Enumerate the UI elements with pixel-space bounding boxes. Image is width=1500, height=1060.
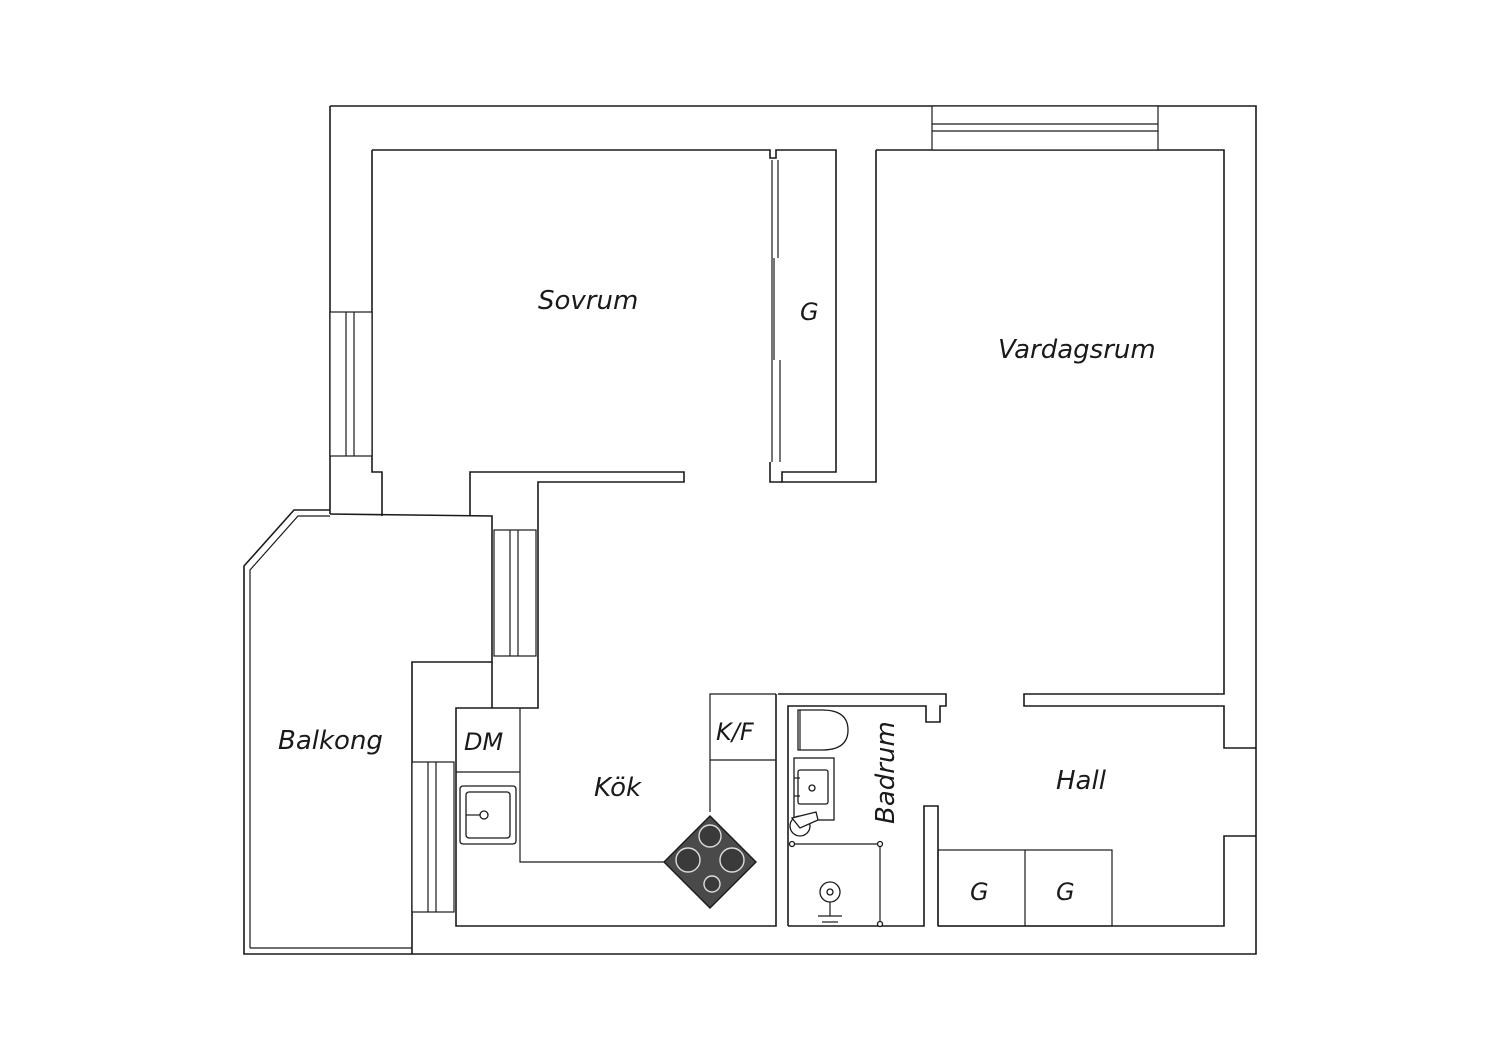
room-label-balkong: Balkong: [278, 726, 383, 756]
window-balcony-upper: [493, 529, 537, 657]
bedroom-walls: [371, 149, 877, 516]
stove-icon: [663, 815, 757, 909]
fixture-label-garderob-hall-2: G: [1056, 878, 1075, 906]
room-label-hall: Hall: [1056, 766, 1107, 796]
kitchen-walls: [455, 516, 777, 927]
balcony: [243, 509, 493, 955]
faucet-icon: [789, 811, 819, 837]
toilet-icon: [797, 709, 849, 751]
fixture-label-dm: DM: [464, 728, 503, 756]
shower-icon: [788, 840, 884, 928]
fixture-label-garderob-hall-1: G: [970, 878, 989, 906]
room-label-badrum: Badrum: [871, 721, 901, 824]
room-label-kok: Kök: [594, 773, 642, 803]
room-label-vardagsrum: Vardagsrum: [998, 335, 1156, 365]
room-label-sovrum: Sovrum: [538, 286, 638, 316]
window-bedroom: [329, 311, 373, 457]
hall-wardrobes: [937, 849, 1113, 927]
window-top: [931, 105, 1159, 151]
kitchen-sink: [459, 785, 517, 845]
window-kitchen: [411, 761, 455, 913]
fixture-label-garderob-sovrum: G: [800, 298, 819, 326]
bathroom-sink-icon: [793, 757, 835, 821]
fixture-label-kf: K/F: [716, 718, 755, 746]
